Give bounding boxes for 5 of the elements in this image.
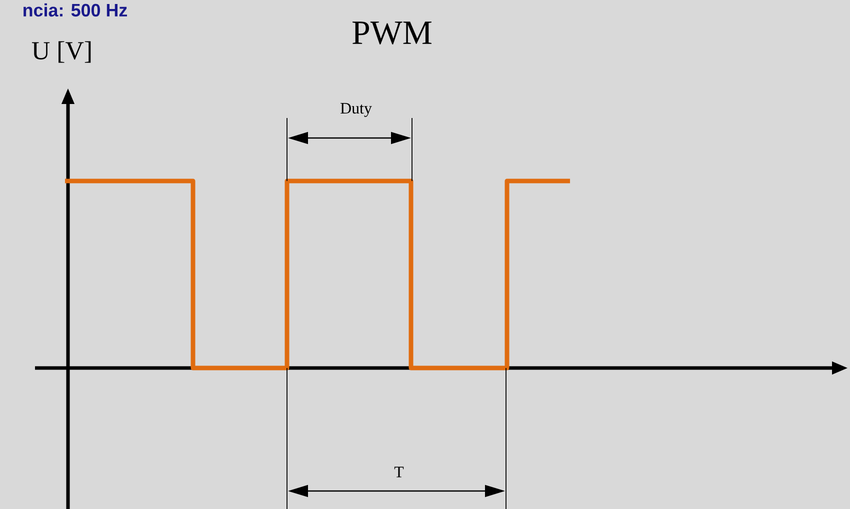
axis-label: U [V] <box>32 41 91 63</box>
dimension-label: T <box>394 466 404 478</box>
header-text: ncia: 500 Hz <box>24 3 127 17</box>
dimension-label: Duty <box>340 103 372 117</box>
title: PWM <box>352 22 432 44</box>
